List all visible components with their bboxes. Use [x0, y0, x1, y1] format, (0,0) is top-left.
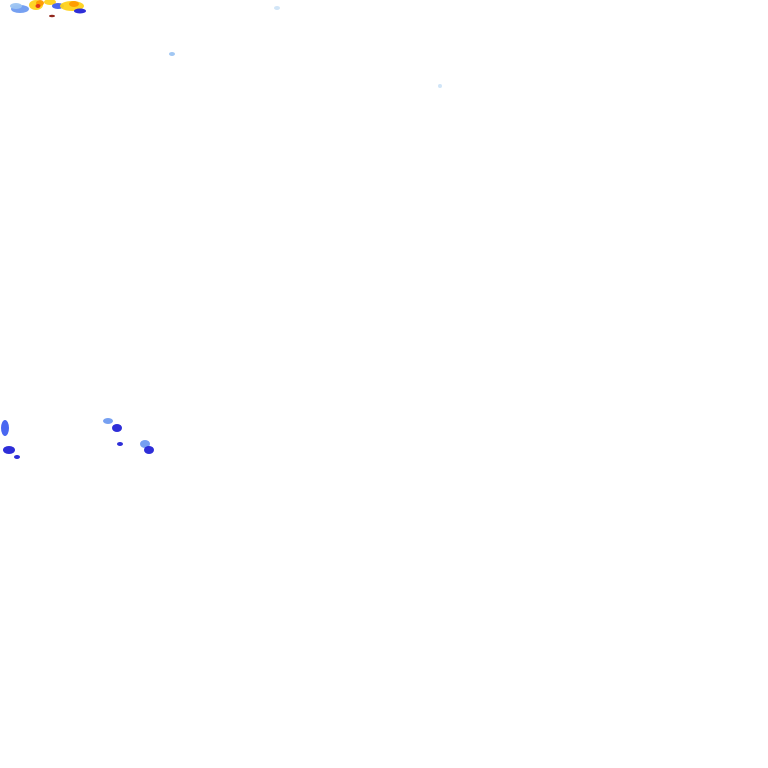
echo-bottom-left-1 — [1, 420, 9, 436]
echo-speck-3 — [438, 84, 442, 88]
echo-bottom-left-8 — [144, 446, 154, 454]
echo-bottom-left-6 — [117, 442, 123, 446]
echo-bottom-left-3 — [14, 455, 20, 459]
echo-bottom-left-4 — [103, 418, 113, 424]
echo-top-left-5 — [35, 4, 41, 8]
echo-top-left-6 — [44, 0, 56, 5]
echo-top-left-11 — [49, 14, 55, 18]
echo-bottom-left-2 — [3, 446, 15, 454]
echo-bottom-left-5 — [112, 424, 122, 432]
echo-speck-2 — [274, 6, 280, 10]
echo-top-left-9 — [69, 1, 79, 7]
echo-top-left-2 — [10, 3, 22, 9]
echo-top-left-10 — [74, 8, 86, 14]
echo-speck-1 — [169, 52, 175, 56]
echo-bottom-left-7 — [140, 440, 150, 448]
